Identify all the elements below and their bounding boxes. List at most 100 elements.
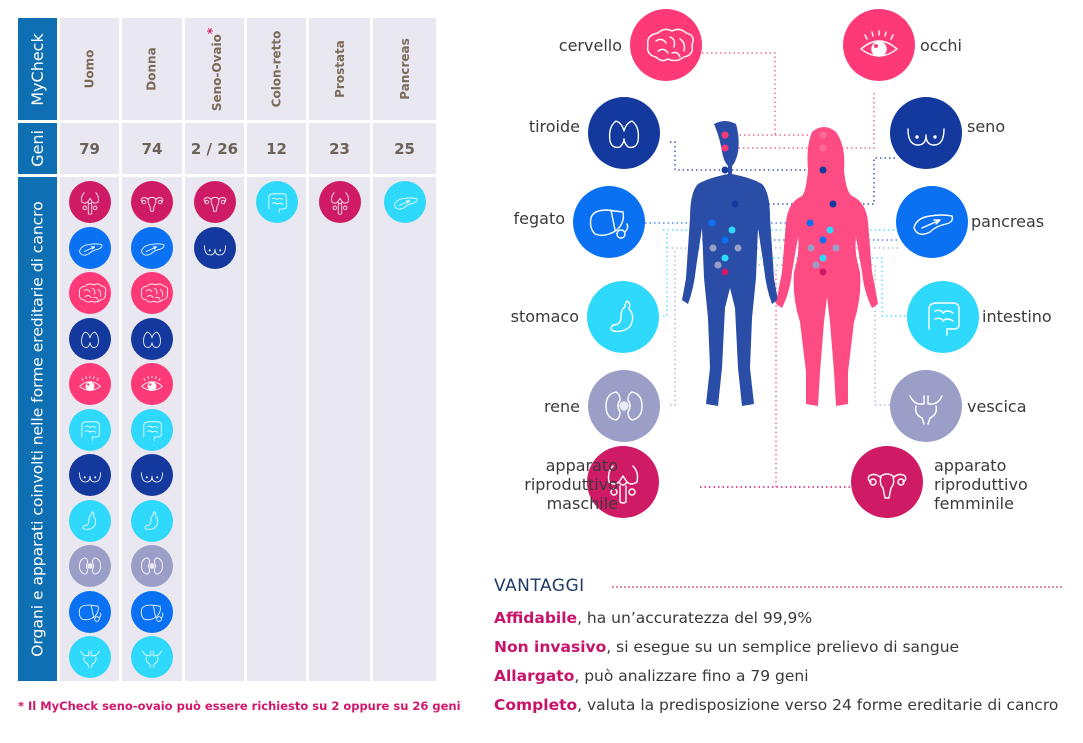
- stomach-icon: [587, 281, 659, 353]
- gene-count: 12: [266, 139, 287, 158]
- organ-marker-dot: [819, 254, 827, 262]
- organ-label-line: apparato: [545, 456, 618, 475]
- pancreas-icon: [896, 186, 968, 258]
- organ-marker-dot: [819, 236, 827, 244]
- column-divider: [306, 18, 309, 681]
- intestine-icon: [131, 408, 173, 451]
- vantaggi-divider: [612, 586, 1062, 588]
- organ-marker-dot: [819, 144, 827, 152]
- liver-icon: [131, 590, 173, 633]
- intestine-icon: [255, 181, 298, 223]
- male-reproductive-icon: [587, 446, 659, 518]
- organ-marker-dot: [721, 268, 729, 276]
- row-header-geni: Geni: [18, 123, 57, 174]
- organ-marker-dot: [819, 166, 827, 174]
- organ-marker-dot: [807, 244, 815, 252]
- kidney-icon: [68, 545, 111, 587]
- organ-label-kidney: rene: [543, 397, 580, 416]
- liver-icon: [68, 590, 111, 633]
- eye-icon: [131, 363, 173, 405]
- organ-marker-dot: [734, 244, 742, 252]
- organ-marker-dot: [806, 219, 814, 227]
- vantaggi-title: VANTAGGI: [494, 576, 585, 596]
- brain-icon: [630, 9, 702, 81]
- vantaggi-item-keyword: Completo: [494, 696, 578, 714]
- thyroid-icon: [131, 317, 173, 360]
- brain-icon: [131, 272, 173, 314]
- pancreas-icon: [68, 226, 111, 269]
- vantaggi-item-keyword: Allargato: [494, 667, 575, 685]
- gene-count: 79: [79, 139, 100, 158]
- vantaggi-item-keyword: Non invasivo: [494, 638, 607, 656]
- pancreas-icon: [383, 181, 426, 223]
- intestine-icon: [907, 281, 979, 353]
- vantaggi-item: Affidabile, ha un’accuratezza del 99,9%: [494, 609, 812, 627]
- organ-marker-dot: [812, 261, 820, 269]
- column-divider: [182, 18, 185, 681]
- brain-icon: [68, 272, 111, 314]
- vantaggi-item: Allargato, può analizzare fino a 79 geni: [494, 667, 809, 685]
- male-reproductive-icon: [68, 181, 111, 223]
- organ-marker-dot: [731, 200, 739, 208]
- vantaggi-item-text: , ha un’accuratezza del 99,9%: [577, 609, 813, 627]
- organ-marker-dot: [819, 268, 827, 276]
- female-reproductive-icon: [851, 446, 923, 518]
- footnote: * Il MyCheck seno-ovaio può essere richi…: [18, 699, 461, 713]
- vantaggi-item-text: , valuta la predisposizione verso 24 for…: [577, 696, 1059, 714]
- breast-icon: [68, 454, 111, 496]
- vantaggi-item-text: , si esegue su un semplice prelievo di s…: [606, 638, 960, 656]
- bladder-icon: [68, 636, 111, 678]
- organ-marker-dot: [721, 144, 729, 152]
- organ-marker-dot: [728, 226, 736, 234]
- vantaggi-item-keyword: Affidabile: [494, 609, 578, 627]
- vantaggi-item-text: , può analizzare fino a 79 geni: [574, 667, 809, 685]
- vantaggi-item: Non invasivo, si esegue su un semplice p…: [494, 638, 959, 656]
- organ-markers: [708, 131, 840, 276]
- organ-label-thyroid: tiroide: [528, 117, 580, 136]
- column-divider: [370, 18, 373, 681]
- gene-count: 74: [141, 139, 163, 158]
- organ-label-line: maschile: [546, 494, 618, 513]
- organ-label-intestine: intestino: [982, 307, 1052, 326]
- organ-marker-dot: [721, 166, 729, 174]
- liver-icon: [573, 186, 645, 258]
- breast-icon: [193, 226, 236, 269]
- kidney-icon: [588, 370, 660, 442]
- male-body-silhouette: [682, 121, 778, 406]
- breast-icon: [890, 97, 962, 169]
- female-reproductive-icon: [131, 181, 173, 223]
- organ-marker-dot: [832, 244, 840, 252]
- organ-label-line: apparato: [934, 456, 1007, 475]
- organ-marker-dot: [721, 254, 729, 262]
- female-body-silhouette: [776, 127, 878, 406]
- organ-label-bladder: vescica: [967, 397, 1027, 416]
- bladder-icon: [131, 636, 173, 678]
- column-divider: [57, 18, 60, 681]
- organ-marker-dot: [714, 261, 722, 269]
- organ-marker-dot: [826, 226, 834, 234]
- column-divider: [244, 18, 247, 681]
- gene-count: 25: [394, 139, 415, 158]
- breast-icon: [131, 454, 173, 496]
- vantaggi-item: Completo, valuta la predisposizione vers…: [494, 696, 1058, 714]
- organ-marker-dot: [819, 131, 827, 139]
- organ-label-breast: seno: [967, 117, 1006, 136]
- organ-label-stomach: stomaco: [510, 307, 579, 326]
- organ-marker-dot: [709, 244, 717, 252]
- organ-label-eye: occhi: [920, 36, 962, 55]
- organ-label-pancreas: pancreas: [971, 212, 1045, 231]
- stomach-icon: [131, 499, 173, 542]
- organ-label-line: femminile: [934, 494, 1014, 513]
- organ-marker-dot: [721, 131, 729, 139]
- organ-label-brain: cervello: [558, 36, 622, 55]
- organ-label-liver: fegato: [513, 209, 566, 228]
- thyroid-icon: [68, 317, 111, 360]
- eye-icon: [68, 363, 111, 405]
- intestine-icon: [68, 408, 111, 451]
- column-divider: [119, 18, 122, 681]
- bladder-icon: [890, 370, 962, 442]
- kidney-icon: [131, 545, 173, 587]
- female-reproductive-icon: [193, 181, 236, 223]
